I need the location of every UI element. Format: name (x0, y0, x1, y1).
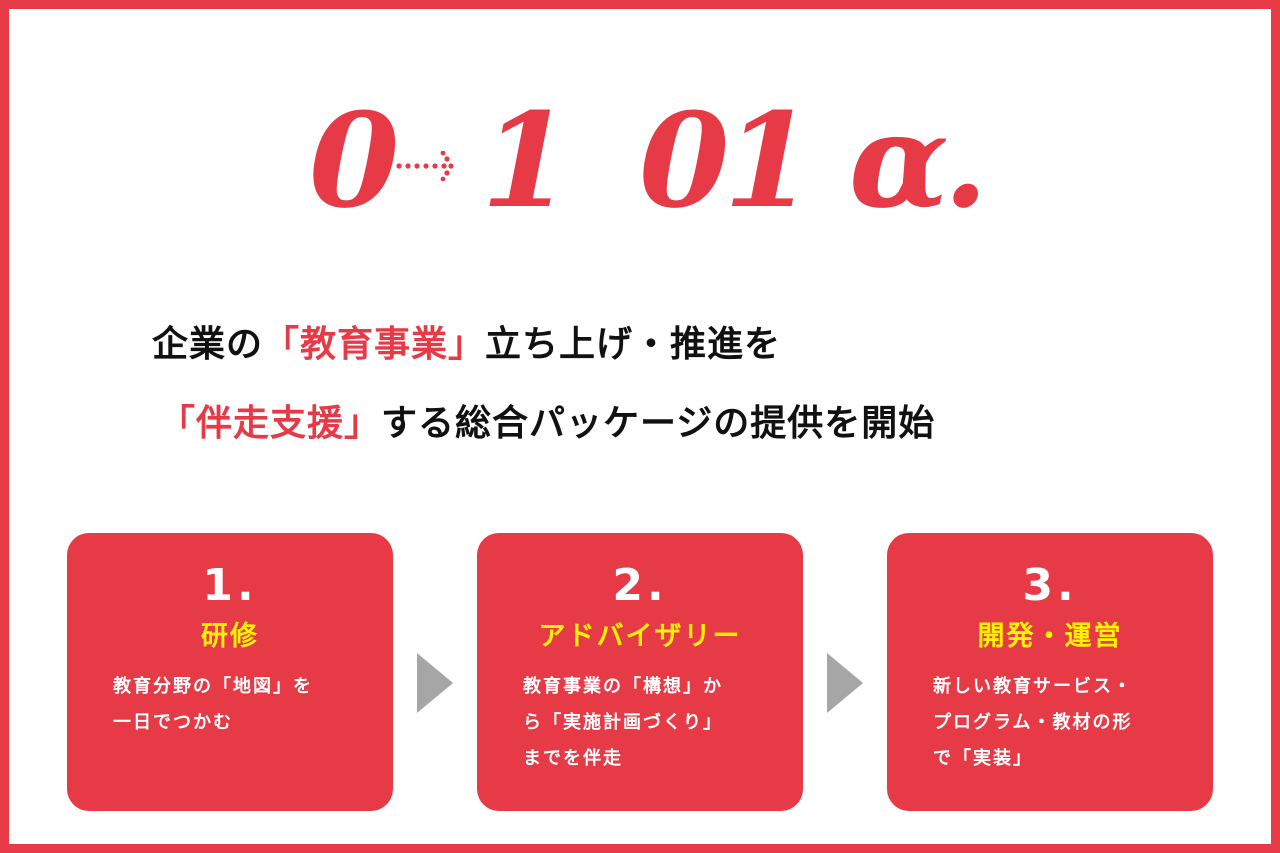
step-number: 2. (612, 560, 668, 611)
logo-01alpha: 0 1 01 α. (309, 84, 999, 237)
step-title: 開発・運営 (977, 621, 1123, 652)
dotted-arrow-icon (396, 151, 454, 181)
headline-prefix: 企業の (152, 324, 264, 365)
step-description-line: 教育事業の「構想」か (523, 676, 723, 697)
step-description-line: 新しい教育サービス・ (933, 676, 1133, 697)
logo-alpha: α. (849, 84, 988, 237)
step-description-line: プログラム・教材の形 (933, 712, 1133, 733)
step-description-line: ら「実施計画づくり」 (523, 712, 723, 733)
step-description-line: 教育分野の「地図」を (113, 676, 313, 697)
logo-zero-one: 01 (639, 84, 814, 237)
step-card-development: 3. 開発・運営 新しい教育サービス・ プログラム・教材の形 で「実装」 (887, 533, 1213, 811)
step-arrow-icon (827, 653, 863, 713)
step-description-line: で「実装」 (933, 748, 1033, 769)
step-number: 1. (202, 560, 258, 611)
step-card-advisory: 2. アドバイザリー 教育事業の「構想」か ら「実施計画づくり」 までを伴走 (477, 533, 803, 811)
step-description-line: 一日でつかむ (113, 712, 233, 733)
step-title: アドバイザリー (538, 621, 742, 652)
headline-suffix-2: する総合パッケージの提供を開始 (381, 403, 936, 444)
step-card-training: 1. 研修 教育分野の「地図」を 一日でつかむ (67, 533, 393, 811)
step-description: 教育分野の「地図」を 一日でつかむ (113, 669, 363, 741)
step-description: 教育事業の「構想」か ら「実施計画づくり」 までを伴走 (523, 669, 773, 777)
headline-line-1: 企業の「教育事業」立ち上げ・推進を (152, 315, 1280, 367)
step-arrow-icon (417, 653, 453, 713)
logo-one: 1 (481, 84, 572, 237)
headline-highlight-education-business: 「教育事業」 (263, 324, 486, 365)
step-number: 3. (1022, 560, 1078, 611)
headline-suffix: 立ち上げ・推進を (485, 324, 782, 365)
logo-zero: 0 (309, 84, 400, 237)
banner-frame: 0 1 01 α. 企業の「教育事業」立ち上げ・推進を 「伴走支援」する総合パッ… (9, 9, 1271, 844)
step-title: 研修 (201, 621, 259, 652)
step-description: 新しい教育サービス・ プログラム・教材の形 で「実装」 (933, 669, 1183, 777)
step-description-line: までを伴走 (523, 748, 623, 769)
headline-highlight-support: 「伴走支援」 (159, 403, 382, 444)
headline-line-2: 「伴走支援」する総合パッケージの提供を開始 (159, 394, 1280, 446)
